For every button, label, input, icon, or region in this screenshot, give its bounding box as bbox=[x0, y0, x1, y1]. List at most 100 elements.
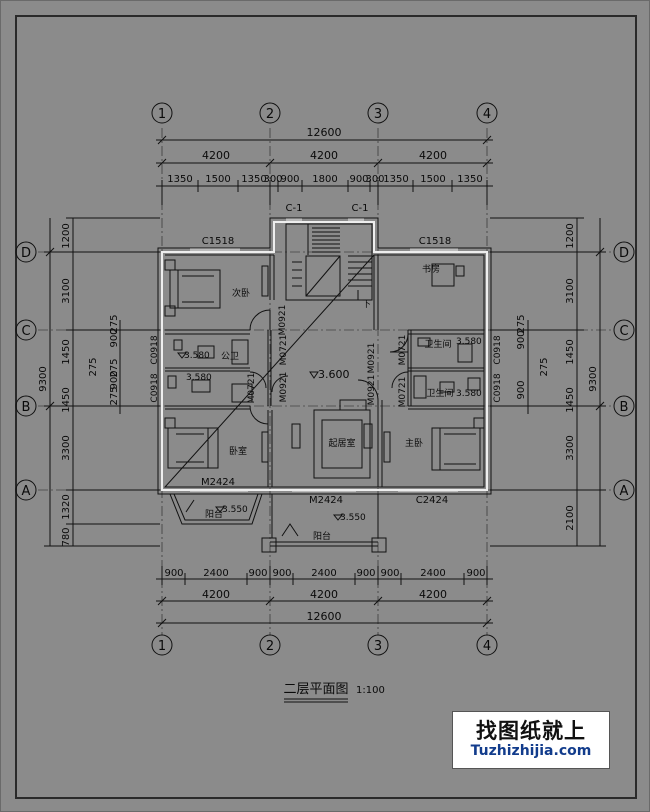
interior-walls bbox=[165, 255, 484, 487]
elevation-label: 3.580 bbox=[186, 373, 212, 383]
watermark-text: 找图纸就上 bbox=[476, 719, 586, 743]
balconies bbox=[169, 493, 387, 553]
dim-left-inner: 275 bbox=[109, 358, 120, 377]
dim-top: 1350 bbox=[383, 174, 408, 185]
window-label: C2424 bbox=[416, 495, 448, 506]
dim-right-inner: 900 bbox=[516, 330, 527, 349]
door-swings bbox=[249, 309, 409, 425]
dim-bottom: 2400 bbox=[203, 568, 228, 579]
window-label: C-1 bbox=[286, 203, 303, 214]
dim-left: 3300 bbox=[61, 435, 72, 460]
axis-bubbles-top: 1 2 3 4 bbox=[151, 102, 498, 124]
door-label: M0721 bbox=[398, 335, 408, 366]
elevation-label: 3.550 bbox=[222, 505, 248, 515]
elevation-triangles bbox=[176, 352, 344, 521]
left-dimension-lines bbox=[44, 217, 160, 547]
axis-label: D bbox=[619, 246, 629, 261]
axis-label: C bbox=[21, 324, 30, 339]
axis-label: A bbox=[22, 484, 31, 499]
bottom-dimension-lines bbox=[156, 566, 493, 628]
dim-left: 780 bbox=[61, 527, 72, 546]
room-label: 阳台 bbox=[205, 508, 223, 520]
room-label: 卫生间 bbox=[426, 387, 453, 399]
axis-label: 1 bbox=[158, 107, 166, 122]
furniture bbox=[164, 259, 485, 479]
door-label: M0921 bbox=[278, 305, 288, 336]
dim-right: 1450 bbox=[565, 339, 576, 364]
dim-left: 1200 bbox=[61, 223, 72, 248]
dim-left: 1450 bbox=[61, 387, 72, 412]
top-dimension-lines bbox=[156, 135, 493, 205]
dim-top: 300 bbox=[365, 174, 384, 185]
dim-left: 1450 bbox=[61, 339, 72, 364]
dim-bottom: 900 bbox=[356, 568, 375, 579]
windows-top bbox=[190, 218, 458, 492]
dim-total-top: 12600 bbox=[307, 126, 342, 139]
room-labels: 次卧 书房 公卫 卧室 起居室 主卧 卫生间 卫生间 阳台 阳台 bbox=[205, 263, 454, 542]
window-label-side: C0918 bbox=[150, 335, 160, 364]
dim-right-inner: 275 bbox=[516, 314, 527, 333]
dim-bottom: 900 bbox=[272, 568, 291, 579]
axis-label: C bbox=[619, 324, 628, 339]
dim-right-bottom: 2100 bbox=[565, 505, 576, 530]
room-label: 阳台 bbox=[313, 530, 331, 542]
dim-top: 300 bbox=[263, 174, 282, 185]
elevation-label: 3.580 bbox=[456, 337, 482, 347]
dim-top: 1350 bbox=[241, 174, 266, 185]
dim-left: 3100 bbox=[61, 278, 72, 303]
dim-right: 1450 bbox=[565, 387, 576, 412]
dim-bay: 4200 bbox=[202, 149, 230, 162]
axis-bubbles-left: D C B A bbox=[15, 241, 37, 501]
dim-bottom: 2400 bbox=[420, 568, 445, 579]
room-label: 次卧 bbox=[232, 287, 250, 299]
room-label: 书房 bbox=[422, 263, 440, 275]
dim-bay-bottom: 4200 bbox=[310, 588, 338, 601]
top-detail-dims: 1350 1500 1350 300 900 1800 900 300 1350… bbox=[167, 174, 482, 185]
dim-top: 1500 bbox=[420, 174, 445, 185]
elevation-label: 3.550 bbox=[340, 513, 366, 523]
axis-label: 2 bbox=[266, 107, 274, 122]
dim-left: 1320 bbox=[61, 494, 72, 519]
door-label: M0921 bbox=[367, 375, 377, 406]
window-label: C-1 bbox=[352, 203, 369, 214]
dim-left-inner: 900 bbox=[109, 370, 120, 389]
dim-top: 1800 bbox=[312, 174, 337, 185]
door-label: M0921 bbox=[279, 372, 289, 403]
elevation-label: 3.580 bbox=[184, 351, 210, 361]
elevation-label: 3.600 bbox=[318, 368, 350, 381]
axis-label: 1 bbox=[158, 639, 166, 654]
door-label: M0721 bbox=[279, 335, 289, 366]
exterior-walls bbox=[157, 217, 492, 495]
door-label: M2424 bbox=[309, 495, 343, 506]
room-label: 公卫 bbox=[221, 351, 239, 362]
dim-right: 1200 bbox=[565, 223, 576, 248]
staircase bbox=[285, 223, 373, 301]
dim-right: 3100 bbox=[565, 278, 576, 303]
room-label: 主卧 bbox=[405, 437, 423, 449]
window-label: C1518 bbox=[419, 236, 451, 247]
right-dims-text: 9300 1200 3100 1450 1450 3300 2100 900 2… bbox=[516, 223, 599, 530]
axis-label: 4 bbox=[483, 107, 491, 122]
axis-label: A bbox=[620, 484, 629, 499]
room-label: 起居室 bbox=[328, 437, 355, 449]
dim-right: 3300 bbox=[565, 435, 576, 460]
axis-label: B bbox=[22, 400, 31, 415]
dim-left-inner: 275 bbox=[88, 357, 99, 376]
elevation-marks: 3.600 3.580 3.580 3.580 3.580 3.550 3.55… bbox=[184, 337, 482, 523]
axis-label: B bbox=[620, 400, 629, 415]
dim-top: 1350 bbox=[167, 174, 192, 185]
axis-bubbles-right: D C B A bbox=[613, 241, 635, 501]
axis-label: D bbox=[21, 246, 31, 261]
watermark-badge: 找图纸就上 Tuzhizhijia.com bbox=[452, 711, 610, 769]
dim-bay: 4200 bbox=[310, 149, 338, 162]
axis-label: 3 bbox=[374, 639, 382, 654]
dim-bay-bottom: 4200 bbox=[419, 588, 447, 601]
window-label-side: C0918 bbox=[150, 373, 160, 402]
dim-bottom: 2400 bbox=[311, 568, 336, 579]
dim-bottom: 900 bbox=[164, 568, 183, 579]
drawing-scale: 1:100 bbox=[356, 685, 385, 696]
dim-bay-bottom: 4200 bbox=[202, 588, 230, 601]
dim-right-outer: 9300 bbox=[588, 366, 599, 391]
dim-total-bottom: 12600 bbox=[307, 610, 342, 623]
axis-label: 4 bbox=[483, 639, 491, 654]
